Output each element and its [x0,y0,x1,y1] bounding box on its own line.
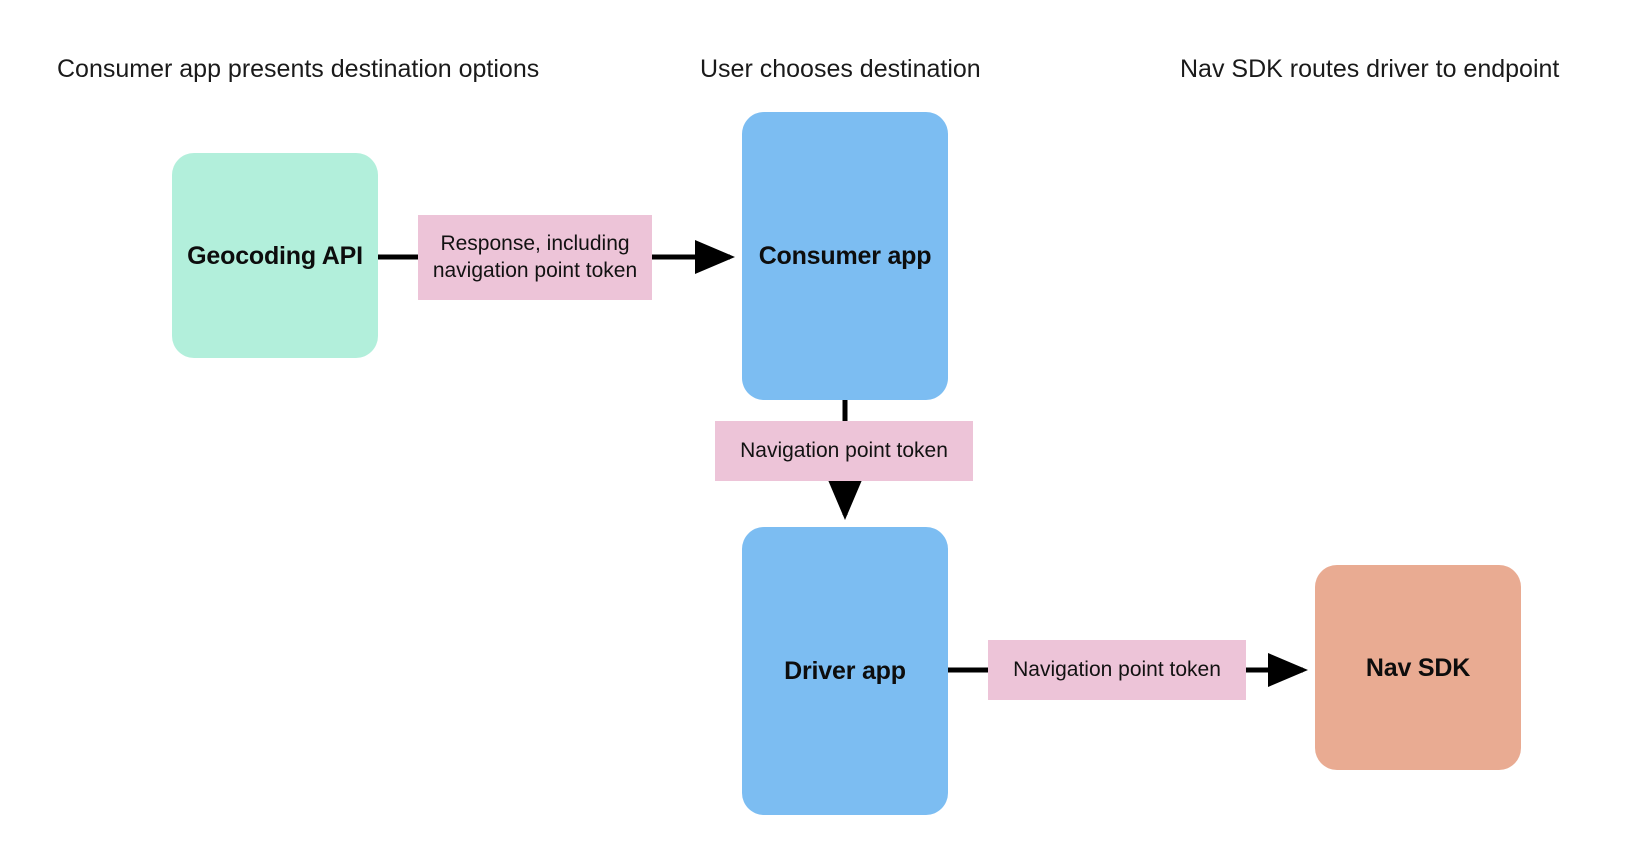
edge-label-response-including-navigation-point-token: Response, including navigation point tok… [418,215,652,300]
node-geocoding-api[interactable]: Geocoding API [172,153,378,358]
node-driver-app[interactable]: Driver app [742,527,948,815]
node-geocoding-api-label: Geocoding API [187,241,363,270]
column-header-consumer-app: Consumer app presents destination option… [57,55,540,83]
node-consumer-app-label: Consumer app [758,242,932,270]
edge-label-navigation-point-token-driver-navsdk: Navigation point token [988,640,1246,700]
edge-label-navigation-point-token-consumer-driver: Navigation point token [715,421,973,481]
node-nav-sdk-label: Nav SDK [1365,653,1471,682]
edge-label-response-text: Response, including navigation point tok… [432,231,638,282]
column-header-user-chooses: User chooses destination [700,55,981,83]
node-consumer-app[interactable]: Consumer app [742,112,948,400]
node-driver-app-label: Driver app [784,657,906,685]
node-nav-sdk[interactable]: Nav SDK [1315,565,1521,770]
edge-label-navigation-point-token-1-text: Navigation point token [740,438,948,462]
column-header-nav-sdk: Nav SDK routes driver to endpoint [1180,55,1560,83]
edge-label-navigation-point-token-2-text: Navigation point token [1013,657,1221,681]
